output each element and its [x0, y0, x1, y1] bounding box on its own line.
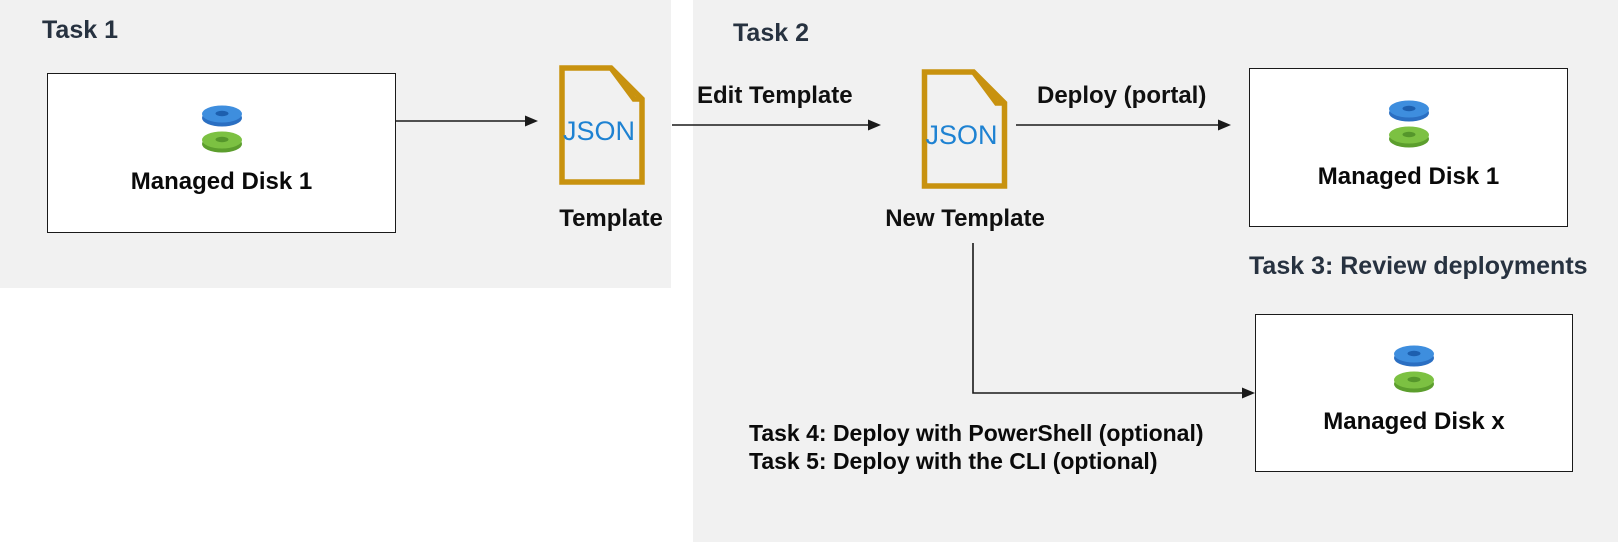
json-file-text: JSON — [563, 116, 635, 146]
task1-heading: Task 1 — [42, 16, 118, 44]
disk-box-label: Managed Disk 1 — [130, 168, 313, 195]
task5-label: Task 5: Deploy with the CLI (optional) — [749, 448, 1158, 474]
new-json-template-file-icon: JSON — [919, 68, 1009, 195]
task4-label: Task 4: Deploy with PowerShell (optional… — [749, 420, 1204, 446]
json-template-file-icon: JSON — [557, 64, 646, 191]
managed-disk-icon — [201, 105, 242, 153]
disk-box-label: Managed Disk x — [1323, 408, 1505, 435]
new-template-label: New Template — [885, 205, 1045, 232]
edit-template-arrow-label: Edit Template — [697, 82, 853, 109]
managed-disk-icon — [1394, 345, 1434, 393]
managed-disk-icon — [1388, 100, 1429, 147]
disk-box-label: Managed Disk 1 — [1317, 162, 1500, 190]
task4-task5-labels: Task 4: Deploy with PowerShell (optional… — [749, 419, 1204, 475]
managed-disk-1-source-box: Managed Disk 1 — [47, 73, 396, 233]
template-label: Template — [559, 205, 663, 232]
task3-heading: Task 3: Review deployments — [1249, 252, 1588, 280]
managed-disk-1-deployed-box: Managed Disk 1 — [1249, 68, 1568, 227]
managed-disk-x-box: Managed Disk x — [1255, 314, 1573, 472]
json-file-text: JSON — [925, 120, 997, 150]
task2-heading: Task 2 — [733, 19, 809, 47]
deploy-portal-arrow-label: Deploy (portal) — [1037, 82, 1207, 109]
